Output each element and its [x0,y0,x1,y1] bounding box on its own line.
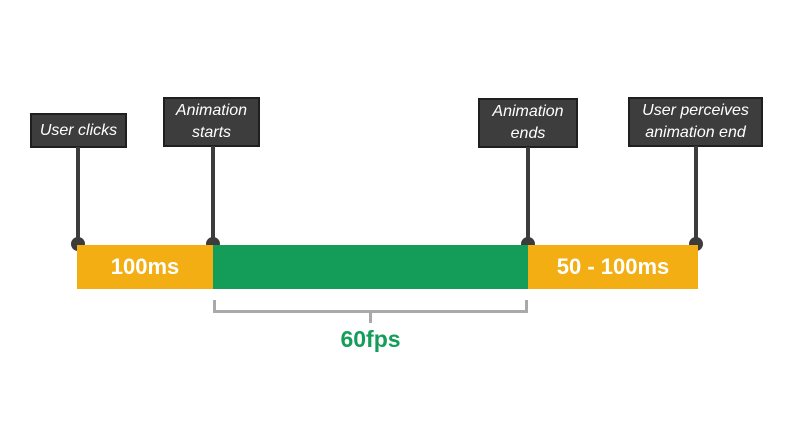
callout-animation-ends: Animation ends [478,98,578,148]
connector-line-animation-starts [211,146,215,244]
callout-animation-starts: Animation starts [163,97,260,147]
callout-user-clicks: User clicks [30,113,127,148]
connector-line-user-clicks [76,147,80,244]
connector-line-animation-ends [526,147,530,244]
timeline-segment-input-delay: 100ms [77,245,213,289]
fps-bracket [213,300,528,313]
connector-line-user-perceives [694,146,698,244]
timeline-segment-animation [213,245,528,289]
fps-bracket-tick [369,313,372,323]
timeline-segment-perception-delay: 50 - 100ms [528,245,698,289]
timeline-bar: 100ms 50 - 100ms [77,245,698,289]
fps-label: 60fps [340,326,401,352]
callout-user-perceives-animation-end: User perceives animation end [628,97,763,147]
